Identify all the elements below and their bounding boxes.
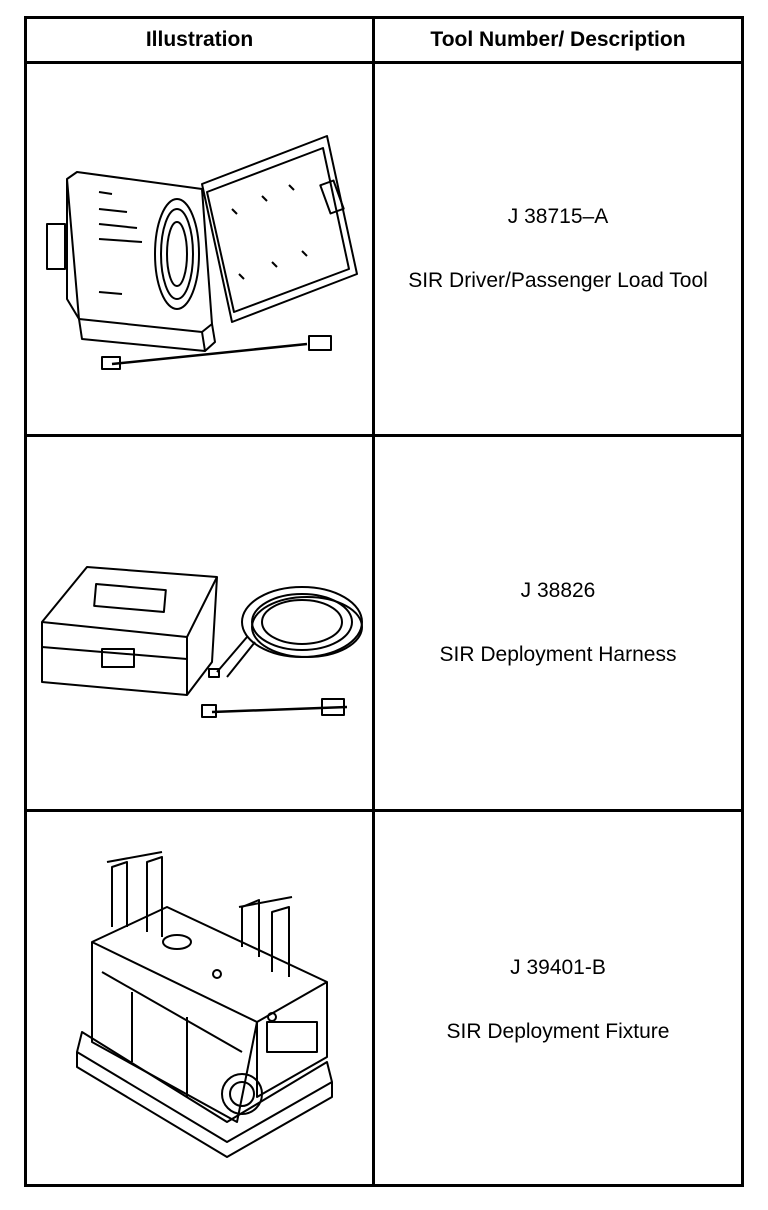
tool-number: J 39401-B bbox=[510, 955, 606, 979]
row-divider bbox=[27, 434, 741, 437]
row-1-description-cell: J 38715–A SIR Driver/Passenger Load Tool bbox=[375, 64, 741, 434]
load-tool-case-with-cable-icon bbox=[46, 135, 358, 370]
tool-description: SIR Deployment Fixture bbox=[446, 1019, 670, 1043]
tool-description: SIR Deployment Harness bbox=[439, 643, 677, 666]
tool-table: Illustration Tool Number/ Description bbox=[24, 16, 744, 1187]
deployment-fixture-icon bbox=[76, 851, 333, 1158]
tool-number: J 38826 bbox=[520, 579, 596, 602]
row-divider bbox=[27, 809, 741, 812]
illustration-harness bbox=[27, 437, 372, 809]
column-divider bbox=[372, 19, 375, 1184]
row-2-description-cell: J 38826 SIR Deployment Harness bbox=[375, 437, 741, 809]
header-divider bbox=[27, 61, 741, 64]
illustration-load-tool bbox=[27, 64, 372, 434]
harness-case-with-cable-icon bbox=[41, 566, 363, 718]
illustration-fixture bbox=[27, 812, 372, 1187]
tool-description: SIR Driver/Passenger Load Tool bbox=[408, 269, 708, 292]
header-tool-description: Tool Number/ Description bbox=[430, 28, 686, 51]
tool-number: J 38715–A bbox=[507, 205, 609, 228]
header-illustration: Illustration bbox=[145, 28, 254, 51]
row-3-description-cell: J 39401-B SIR Deployment Fixture bbox=[375, 812, 741, 1187]
